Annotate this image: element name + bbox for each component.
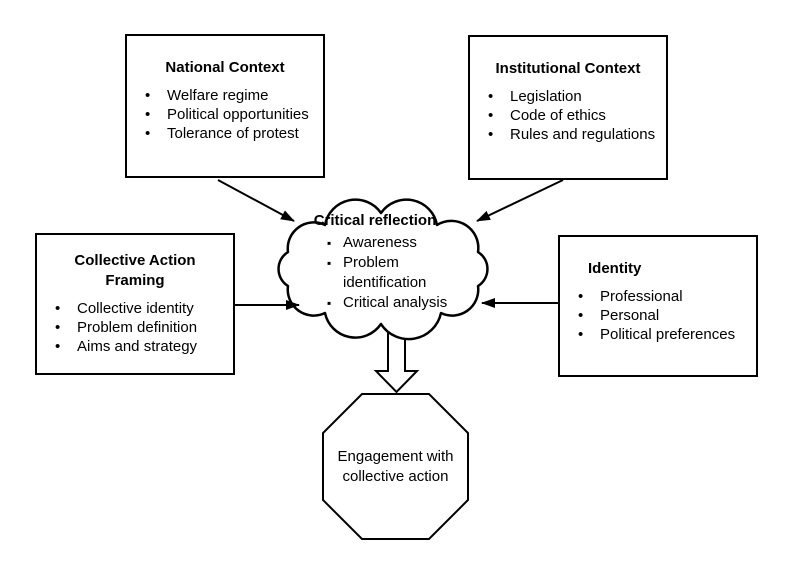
- octagon-shape: [322, 393, 469, 540]
- cloud-list: AwarenessProblem identificationCritical …: [285, 233, 465, 313]
- bullet-item: Tolerance of protest: [145, 124, 323, 143]
- bullet-item: Legislation: [488, 87, 666, 106]
- bullet-item: Critical analysis: [327, 293, 465, 313]
- bullet-item: Welfare regime: [145, 86, 323, 105]
- bullet-item: Problem definition: [55, 318, 233, 337]
- bullet-item: Personal: [578, 306, 756, 325]
- box-institutional-context-list: LegislationCode of ethicsRules and regul…: [470, 87, 666, 144]
- box-identity: Identity ProfessionalPersonalPolitical p…: [558, 235, 758, 377]
- bullet-item: Aims and strategy: [55, 337, 233, 356]
- octagon-engagement: Engagement with collective action: [323, 394, 468, 539]
- arrow-national-to-cloud-icon: [217, 179, 295, 222]
- bullet-item: Rules and regulations: [488, 125, 666, 144]
- box-collective-action-framing: Collective Action Framing Collective ide…: [35, 233, 235, 375]
- box-collective-action-framing-title: Collective Action Framing: [74, 252, 196, 289]
- box-institutional-context-title: Institutional Context: [495, 60, 641, 77]
- bullet-item: Professional: [578, 287, 756, 306]
- box-national-context-list: Welfare regimePolitical opportunitiesTol…: [127, 86, 323, 143]
- arrow-institutional-to-cloud-icon: [476, 179, 564, 222]
- bullet-item: Political preferences: [578, 325, 756, 344]
- box-identity-title: Identity: [588, 260, 642, 277]
- box-national-context-title: National Context: [165, 59, 285, 76]
- box-national-context: National Context Welfare regimePolitical…: [125, 34, 325, 178]
- cloud-critical-reflection: Critical reflection AwarenessProblem ide…: [285, 210, 465, 313]
- bullet-item: Political opportunities: [145, 105, 323, 124]
- box-identity-list: ProfessionalPersonalPolitical preference…: [560, 287, 756, 344]
- bullet-item: Problem identification: [327, 253, 465, 293]
- bullet-item: Code of ethics: [488, 106, 666, 125]
- bullet-item: Awareness: [327, 233, 465, 253]
- cloud-title: Critical reflection: [313, 212, 437, 229]
- box-institutional-context: Institutional Context LegislationCode of…: [468, 35, 668, 180]
- box-collective-action-framing-list: Collective identityProblem definitionAim…: [37, 299, 233, 356]
- octagon-label-text: Engagement with collective action: [337, 447, 454, 485]
- bullet-item: Collective identity: [55, 299, 233, 318]
